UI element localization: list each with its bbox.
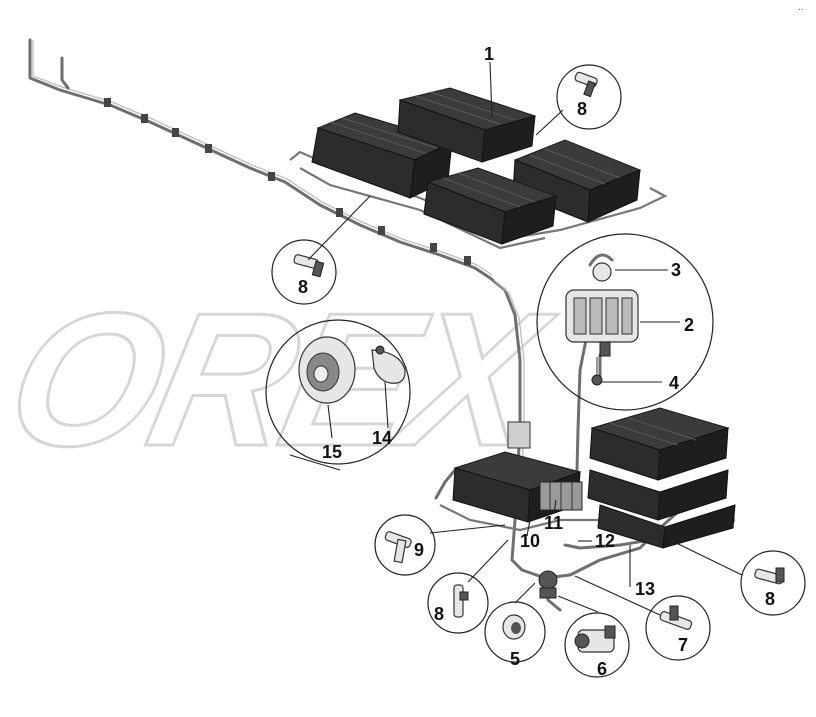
callout-5: 5 [510, 649, 520, 669]
part-8-detail-top [556, 64, 622, 130]
expansion-tank-detail [536, 233, 714, 411]
battery-pack-bottom-right-lower [597, 504, 736, 549]
callout-8-bottom: 8 [434, 604, 444, 624]
callout-7: 7 [678, 635, 688, 655]
callout-14: 14 [372, 428, 392, 448]
battery-pack-top-front [423, 167, 558, 245]
part-8-detail-bottom [427, 572, 489, 634]
callout-8-right: 8 [765, 589, 775, 609]
callout-2: 2 [684, 315, 694, 335]
watermark-text: OREX [0, 273, 567, 486]
distribution-block [539, 481, 583, 511]
battery-pack-bottom-right-upper [589, 407, 730, 481]
clamp-detail [265, 319, 411, 465]
part-7-detail [645, 595, 711, 661]
part-8-detail-right [740, 550, 806, 616]
callout-12: 12 [595, 531, 615, 551]
part-5-detail [484, 601, 546, 663]
callout-9: 9 [414, 540, 424, 560]
callout-13: 13 [635, 579, 655, 599]
battery-pack-top-right [512, 139, 642, 223]
battery-pack-bottom-right-middle [587, 469, 729, 521]
part-8-detail-left [271, 239, 337, 305]
callout-8-top: 8 [577, 99, 587, 119]
battery-pack-top-center [397, 87, 537, 163]
callout-3: 3 [671, 260, 681, 280]
callout-1: 1 [484, 44, 494, 64]
part-6-detail [564, 612, 630, 678]
callout-labels: 1 2 3 4 5 6 7 8 8 8 8 9 10 11 12 13 14 1… [298, 44, 775, 679]
cooling-pipe-network [28, 38, 736, 612]
leader-lines [289, 61, 743, 616]
callout-10: 10 [520, 531, 540, 551]
callout-15: 15 [322, 442, 342, 462]
pump-assembly [538, 570, 558, 599]
callout-8-left: 8 [298, 277, 308, 297]
part-9-detail [374, 514, 436, 576]
callout-6: 6 [597, 659, 607, 679]
battery-pack-top-left [311, 112, 454, 199]
callout-11: 11 [544, 513, 563, 533]
corner-mark: .. [798, 2, 804, 13]
callout-4: 4 [669, 373, 679, 393]
